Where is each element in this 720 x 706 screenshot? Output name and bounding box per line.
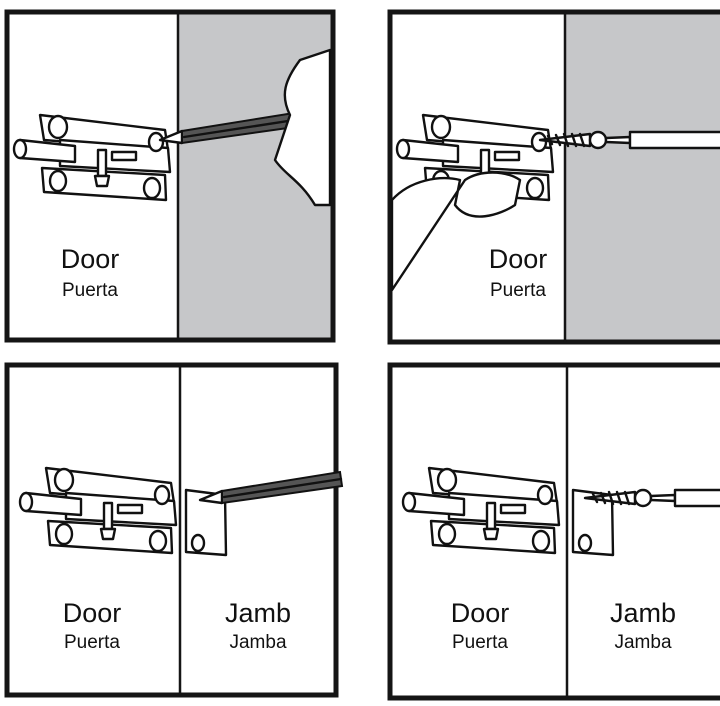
panel-step-4: Door Puerta Jamb Jamba [387, 362, 720, 701]
door-label: Door [63, 598, 122, 628]
door-sublabel: Puerta [490, 280, 546, 301]
screwdriver-icon [583, 488, 720, 508]
door-label: Door [451, 598, 510, 628]
keeper-hole [190, 533, 206, 553]
jamb-sublabel: Jamba [229, 632, 286, 653]
jamb-label: Jamb [225, 598, 291, 628]
door-sublabel: Puerta [452, 632, 508, 653]
panel-frame [387, 362, 720, 701]
panel-frame [387, 9, 720, 345]
panel-frame [4, 9, 336, 343]
door-sublabel: Puerta [64, 632, 120, 653]
panel-step-2: Door Puerta [387, 9, 720, 345]
panel-step-1: Door Puerta [4, 9, 336, 343]
panel-step-3: Door Puerta Jamb Jamba [4, 362, 344, 698]
door-label: Door [489, 244, 548, 274]
wall-area [565, 12, 720, 342]
keeper-hole [577, 533, 593, 553]
barrel-bolt-latch-icon [12, 113, 172, 202]
hand-icon [390, 171, 522, 292]
barrel-bolt-latch-icon [18, 466, 178, 555]
pencil-icon [198, 470, 344, 505]
door-label: Door [61, 244, 120, 274]
barrel-bolt-latch-icon [401, 466, 561, 555]
jamb-sublabel: Jamba [614, 632, 671, 653]
hand-icon [273, 48, 332, 207]
panel-frame [4, 362, 339, 698]
door-sublabel: Puerta [62, 280, 118, 301]
jamb-label: Jamb [610, 598, 676, 628]
